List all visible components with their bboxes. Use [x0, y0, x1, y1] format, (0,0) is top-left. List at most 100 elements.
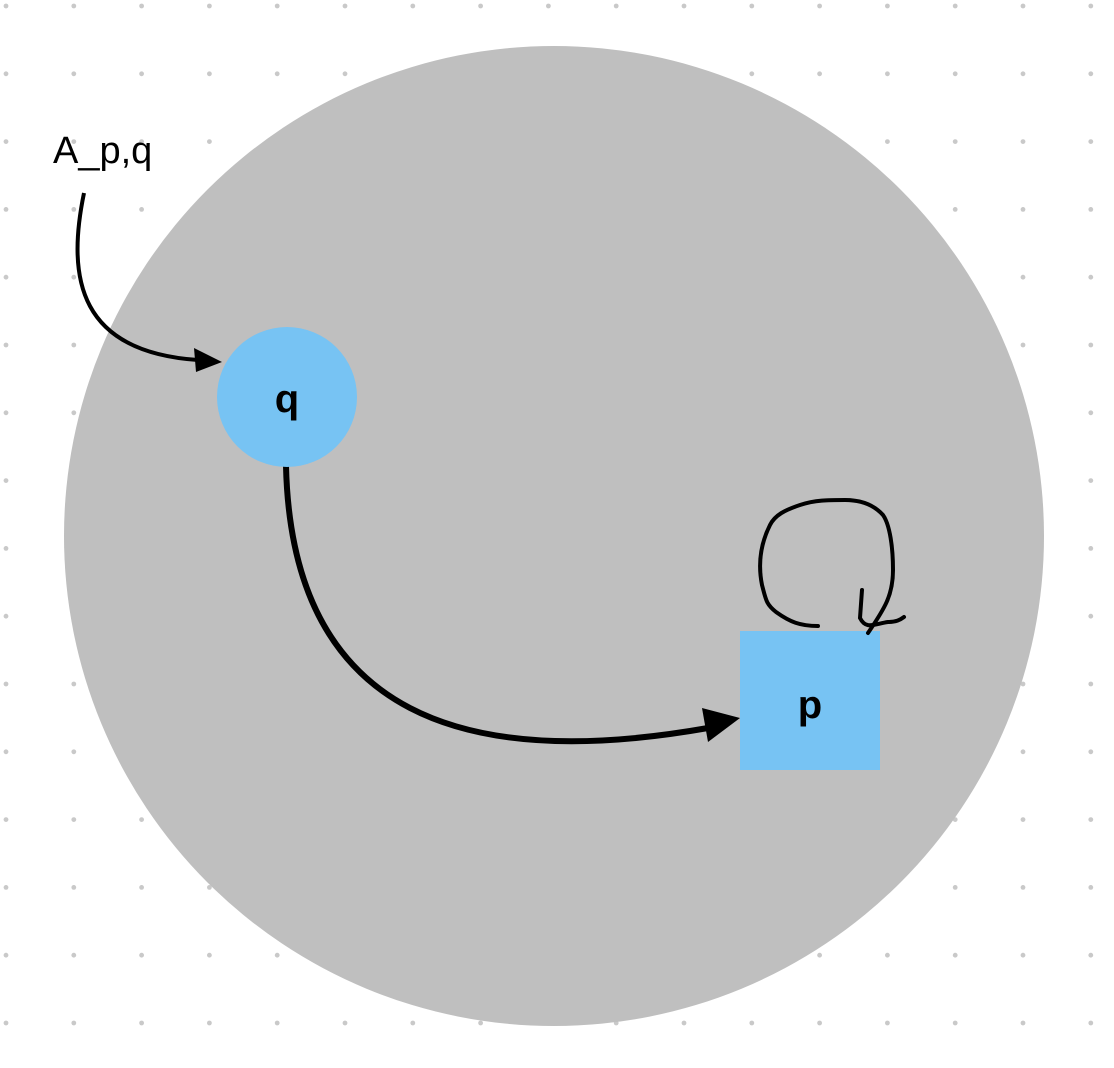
grid-dot [1088, 952, 1094, 958]
grid-dot [71, 817, 77, 822]
grid-dot [885, 139, 890, 145]
grid-dot [952, 3, 958, 9]
region-circle [64, 46, 1044, 1026]
initial-arrowhead [194, 348, 222, 372]
grid-dot [3, 546, 9, 551]
grid-dot [139, 885, 145, 890]
grid-dot [274, 1020, 280, 1026]
grid-dot [817, 952, 822, 958]
grid-dot [1088, 274, 1094, 280]
grid-dot [1088, 885, 1094, 890]
grid-dot [139, 952, 145, 958]
grid-dot [71, 274, 77, 280]
grid-dot [71, 1020, 77, 1026]
edge-q-to-p[interactable] [283, 465, 709, 745]
grid-dot [1088, 478, 1094, 483]
grid-dot [1088, 139, 1094, 145]
grid-dot [3, 71, 9, 77]
grid-dot [139, 207, 145, 212]
grid-dot [1088, 3, 1094, 9]
grid-dot [139, 1020, 145, 1026]
grid-dot [1020, 885, 1026, 890]
grid-dot [1020, 71, 1026, 77]
grid-dot [681, 1020, 687, 1026]
grid-dot [1088, 749, 1094, 755]
grid-dot [71, 952, 77, 958]
grid-dot [3, 952, 9, 958]
node-p-label: p [798, 683, 822, 727]
grid-dot [1088, 613, 1094, 619]
node-q[interactable]: q [217, 327, 357, 467]
grid-dot [749, 3, 755, 9]
grid-dot [952, 1020, 958, 1026]
grid-dot [274, 952, 280, 958]
grid-dot [207, 3, 212, 9]
grid-dot [139, 71, 145, 77]
grid-dot [1020, 342, 1026, 348]
node-q-label: q [275, 377, 299, 421]
grid-dot [71, 681, 77, 687]
grid-dot [139, 817, 145, 822]
grid-dot [3, 681, 9, 687]
grid-dot [885, 71, 890, 77]
grid-dot [952, 139, 958, 145]
grid-dot [139, 139, 145, 145]
grid-dot [3, 410, 9, 416]
grid-dot [1020, 139, 1026, 145]
grid-dot [885, 3, 890, 9]
grid-dot [342, 71, 348, 77]
node-p-shape [740, 631, 880, 770]
grid-dot [952, 71, 958, 77]
grid-dot [342, 3, 348, 9]
grid-dot [1020, 952, 1026, 958]
grid-dot [1088, 817, 1094, 822]
grid-dot [3, 885, 9, 890]
grid-dot [1020, 1020, 1026, 1026]
grid-dot [681, 3, 687, 9]
grid-dot [952, 885, 958, 890]
automaton-label: A_p,q [53, 130, 152, 172]
grid-dot [139, 3, 145, 9]
grid-dot [3, 274, 9, 280]
grid-dot [1020, 207, 1026, 212]
grid-dot [71, 342, 77, 348]
grid-dot [613, 3, 619, 9]
grid-dot [546, 3, 551, 9]
grid-dot [3, 613, 9, 619]
grid-dot [207, 1020, 212, 1026]
grid-dot [71, 885, 77, 890]
grid-dot [207, 139, 212, 145]
grid-dot [817, 3, 822, 9]
grid-dot [1020, 681, 1026, 687]
grid-dot [952, 207, 958, 212]
grid-dot [817, 1020, 822, 1026]
self-loop-p[interactable] [758, 497, 896, 635]
grid-dot [3, 207, 9, 212]
grid-dot [274, 3, 280, 9]
grid-dot [478, 3, 483, 9]
grid-dot [1088, 681, 1094, 687]
grid-dot [817, 71, 822, 77]
grid-dot [1020, 749, 1026, 755]
grid-dot [885, 952, 890, 958]
grid-dot [885, 1020, 890, 1026]
grid-dot [71, 139, 77, 145]
grid-dot [1020, 274, 1026, 280]
grid-dot [1020, 3, 1026, 9]
grid-dot [3, 1020, 9, 1026]
grid-dot [71, 3, 77, 9]
grid-dot [274, 71, 280, 77]
grid-dot [3, 342, 9, 348]
initial-arrow[interactable] [75, 192, 199, 362]
grid-dot [3, 478, 9, 483]
grid-dot [1088, 410, 1094, 416]
grid-dot [410, 1020, 416, 1026]
grid-dot [478, 1020, 483, 1026]
grid-dot [3, 139, 9, 145]
grid-dot [3, 3, 9, 9]
node-p[interactable]: p [740, 631, 880, 770]
edge-q-to-p-arrowhead [702, 708, 740, 742]
self-loop-p-tail [857, 588, 906, 628]
grid-dot [1088, 1020, 1094, 1026]
grid-dot [749, 1020, 755, 1026]
